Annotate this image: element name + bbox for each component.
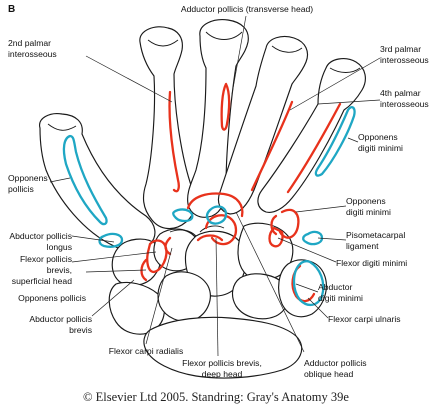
little-metacarpal	[257, 58, 366, 213]
deep-head-origin-loop	[204, 214, 238, 246]
flexor-carpi-radialis-insertion	[196, 234, 224, 242]
transverse-adductor-origin	[220, 82, 231, 131]
label-flexor-digiti-minimi: Flexor digiti minimi	[336, 258, 407, 268]
flexor-digiti-minimi-origin	[268, 226, 284, 248]
label-abductor-brevis-2: brevis	[69, 325, 92, 335]
trapezoid-insertion	[205, 205, 228, 225]
lunate	[157, 271, 211, 322]
abductor-longus-origin	[146, 239, 168, 274]
opponens-pollicis-insertion	[62, 134, 108, 226]
labels: B Adductor pollicis (transverse head) 2n…	[8, 4, 429, 404]
muscle-insertions	[62, 106, 356, 307]
leader-lines	[49, 15, 381, 357]
label-opponens-minimi-upper-2: digiti minimi	[358, 143, 403, 153]
label-abductor-brevis-1: Abductor pollicis	[29, 314, 92, 324]
label-second-palmar-1: 2nd palmar	[8, 38, 51, 48]
label-opponens-pollicis-lower: Opponens pollicis	[18, 293, 86, 303]
opponens-minimi-origin-upper	[270, 214, 278, 236]
pisometacarpal-insertion	[302, 230, 324, 246]
label-flexor-carpi-ulnaris: Flexor carpi ulnaris	[328, 314, 401, 324]
oblique-adductor-origin	[186, 192, 244, 218]
label-opponens-pollicis-upper-2: pollicis	[8, 184, 34, 194]
opponens-minimi-origin	[278, 208, 300, 239]
label-fpb-superficial-2: brevis,	[47, 265, 72, 275]
label-fpb-superficial-3: superficial head	[12, 276, 72, 286]
label-fourth-palmar-1: 4th palmar	[380, 88, 421, 98]
label-adductor-oblique-2: oblique head	[304, 369, 353, 379]
opponens-pollicis-origin	[140, 258, 148, 282]
muscle-origins	[140, 82, 342, 303]
label-third-palmar-2: interosseous	[380, 55, 429, 65]
pisiform	[278, 259, 327, 318]
fourth-palmar-origin	[286, 102, 342, 194]
ring-metacarpal	[217, 35, 309, 215]
label-fpb-deep-1: Flexor pollicis brevis,	[182, 358, 262, 368]
label-opponens-minimi-lower-1: Opponens	[346, 196, 386, 206]
label-second-palmar-2: interosseous	[8, 49, 57, 59]
label-opponens-pollicis-upper-1: Opponens	[8, 173, 48, 183]
index-metacarpal	[139, 26, 196, 230]
label-fpb-deep-2: deep head	[202, 369, 243, 379]
label-fourth-palmar-2: interosseous	[380, 99, 429, 109]
label-adductor-oblique-1: Adductor pollicis	[304, 358, 367, 368]
flexor-carpi-ulnaris-insertion	[292, 260, 325, 307]
label-abductor-longus-1: Abductor pollicis	[9, 231, 72, 241]
abductor-longus-insertion	[98, 232, 124, 248]
label-abductor-longus-2: longus	[47, 242, 72, 252]
label-third-palmar-1: 3rd palmar	[380, 44, 421, 54]
fcr-trapezium-origin	[164, 236, 172, 256]
third-palmar-origin	[250, 100, 294, 192]
label-fpb-superficial-1: Flexor pollicis	[20, 254, 72, 264]
thumb-metacarpal	[39, 113, 156, 251]
triquetrum	[231, 273, 290, 320]
opponens-minimi-insertion	[314, 106, 356, 177]
label-opponens-minimi-upper-1: Opponens	[358, 132, 398, 142]
second-palmar-origin	[168, 90, 180, 193]
label-pisometacarpal-2: ligament	[346, 241, 379, 251]
label-abductor-digiti-1: Abductor	[318, 282, 353, 292]
label-flexor-carpi-radialis: Flexor carpi radialis	[109, 346, 184, 356]
panel-label: B	[8, 4, 15, 15]
label-abductor-digiti-2: digiti minimi	[318, 293, 363, 303]
label-opponens-minimi-lower-2: digiti minimi	[346, 207, 391, 217]
label-adductor-transverse: Adductor pollicis (transverse head)	[181, 4, 313, 14]
wrist-base	[143, 316, 303, 379]
label-pisometacarpal-1: Pisometacarpal	[346, 230, 405, 240]
trapezium-small-insertion	[172, 208, 194, 223]
copyright-credit: © Elsevier Ltd 2005. Standring: Gray's A…	[83, 390, 349, 404]
